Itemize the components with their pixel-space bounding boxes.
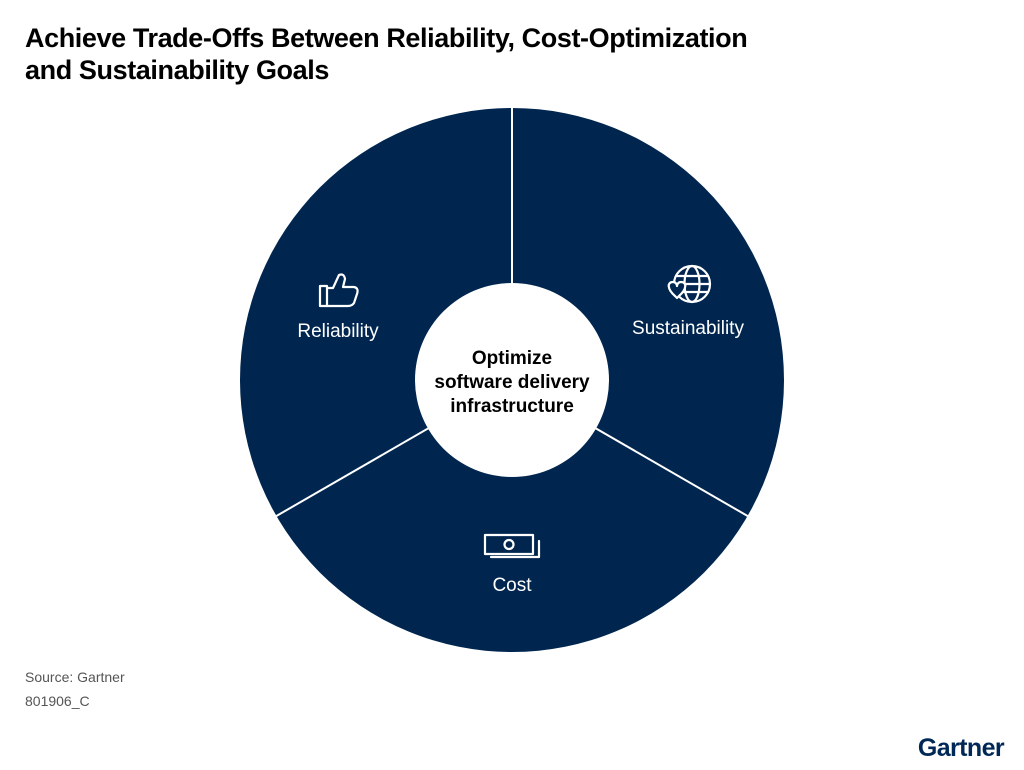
segment-label-cost: Cost — [492, 575, 532, 596]
globe-heart-icon — [667, 264, 712, 304]
center-label-line-1: Optimize — [472, 348, 552, 369]
figure-code: 801906_C — [25, 693, 90, 709]
segment-label-reliability: Reliability — [297, 321, 379, 342]
thumbs-up-icon — [318, 273, 359, 308]
gartner-logo: Gartner — [917, 734, 1005, 762]
segment-cost: Cost — [483, 533, 541, 596]
segment-sustainability: Sustainability — [632, 264, 744, 339]
banknotes-icon — [483, 533, 541, 559]
source-note: Source: Gartner — [25, 669, 125, 685]
title-line-2: and Sustainability Goals — [25, 55, 329, 85]
diagram-title: Achieve Trade-Offs Between Reliability, … — [25, 22, 805, 86]
center-label-line-3: infrastructure — [450, 396, 574, 417]
center-label-line-2: software delivery — [434, 372, 590, 393]
title-line-1: Achieve Trade-Offs Between Reliability, … — [25, 23, 748, 53]
segment-reliability: Reliability — [297, 273, 379, 342]
center-hub — [415, 283, 609, 477]
segment-label-sustainability: Sustainability — [632, 318, 744, 339]
